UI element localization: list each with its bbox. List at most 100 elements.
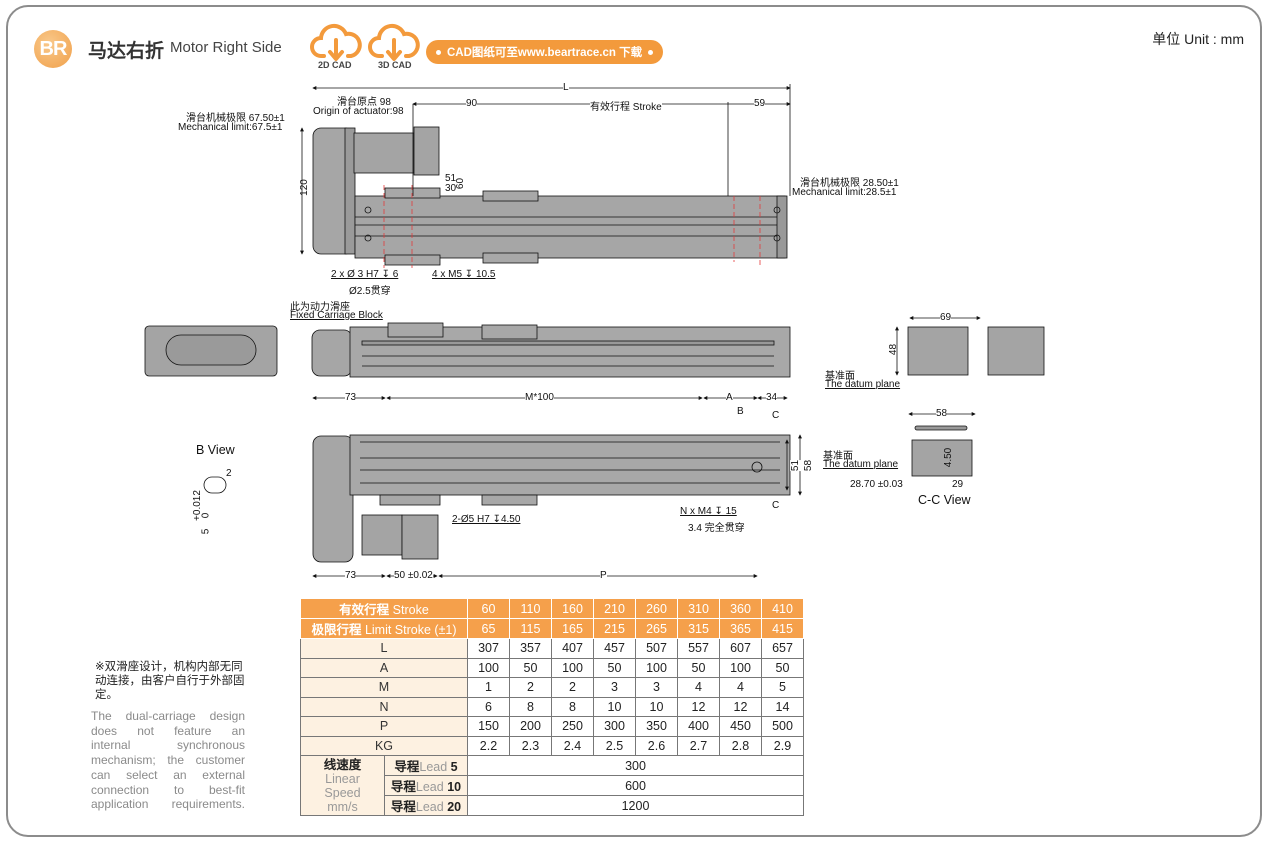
dim-60: 60 bbox=[455, 177, 467, 190]
table-cell: 2.7 bbox=[677, 735, 720, 756]
dim-50: 50 ±0.02 bbox=[394, 570, 433, 581]
table-cell: 1 bbox=[467, 677, 510, 698]
label-en: Limit Stroke (±1) bbox=[364, 623, 457, 637]
lead-cn: 导程 bbox=[390, 800, 416, 814]
b-view-title: B View bbox=[196, 443, 235, 457]
table-cell: 2.4 bbox=[551, 735, 594, 756]
stroke-row-cell: 160 bbox=[551, 598, 594, 619]
label-en: Stroke bbox=[392, 603, 429, 617]
limit-stroke-row-label: 极限行程 Limit Stroke (±1) bbox=[300, 618, 468, 639]
note-en-line: mechanism; the customer bbox=[91, 753, 245, 768]
lead-en: Lead bbox=[419, 760, 448, 774]
table-cell: 3 bbox=[635, 677, 678, 698]
dim-A: A bbox=[726, 392, 733, 403]
label-cn: 极限行程 bbox=[311, 623, 362, 637]
cad-3d-label: 3D CAD bbox=[378, 60, 412, 70]
lead-en: Lead bbox=[415, 780, 444, 794]
lead-en: Lead bbox=[415, 800, 444, 814]
table-cell: 8 bbox=[551, 696, 594, 717]
table-cell: 50 bbox=[593, 657, 636, 678]
note-en: The dual-carriage design does not featur… bbox=[91, 709, 245, 812]
dim-58-side: 58 bbox=[803, 459, 815, 472]
mech-limit-left-en: Mechanical limit:67.5±1 bbox=[178, 122, 283, 133]
table-cell: 5 bbox=[761, 677, 804, 698]
label-cn: 有效行程 bbox=[339, 603, 390, 617]
top-view bbox=[300, 84, 791, 268]
limit-stroke-row-cell: 165 bbox=[551, 618, 594, 639]
table-cell: 407 bbox=[551, 638, 594, 659]
limit-stroke-row-cell: 365 bbox=[719, 618, 762, 639]
table-cell: 8 bbox=[509, 696, 552, 717]
table-cell: 2 bbox=[551, 677, 594, 698]
table-cell: 2 bbox=[509, 677, 552, 698]
note-cn: ※双滑座设计，机构内部无同动连接，由客户自行于外部固定。 bbox=[95, 661, 245, 701]
dim-120: 120 bbox=[298, 179, 310, 196]
table-cell: 14 bbox=[761, 696, 804, 717]
table-cell: 50 bbox=[761, 657, 804, 678]
note-en-line: The dual-carriage design bbox=[91, 709, 245, 723]
technical-drawing bbox=[144, 84, 1045, 578]
label-B: B bbox=[737, 406, 744, 417]
table-cell: 300 bbox=[593, 716, 636, 737]
row-label: P bbox=[300, 716, 468, 737]
lead-num: 10 bbox=[447, 780, 462, 794]
stroke-row-label: 有效行程 Stroke bbox=[300, 598, 468, 619]
hole-note-nm4-through: 3.4 完全贯穿 bbox=[688, 523, 745, 534]
speed-label-en: Speed bbox=[324, 785, 361, 800]
bottom-view bbox=[312, 396, 802, 578]
cad-download-link[interactable]: CAD图纸可至www.beartrace.cn 下载 bbox=[426, 40, 664, 64]
table-cell: 150 bbox=[467, 716, 510, 737]
table-cell: 100 bbox=[467, 657, 510, 678]
row-label: N bbox=[300, 696, 468, 717]
label-C-top: C bbox=[772, 410, 780, 421]
table-cell: 450 bbox=[719, 716, 762, 737]
stroke-row-cell: 210 bbox=[593, 598, 636, 619]
table-cell: 457 bbox=[593, 638, 636, 659]
table-cell: 2.9 bbox=[761, 735, 804, 756]
dim-34: 34 bbox=[766, 392, 778, 403]
unit-label: 单位 Unit : mm bbox=[1152, 31, 1244, 47]
lead-cn: 导程 bbox=[394, 760, 420, 774]
limit-stroke-row-cell: 115 bbox=[509, 618, 552, 639]
note-en-line: internal synchronous bbox=[91, 738, 245, 753]
cc-view-title: C-C View bbox=[918, 493, 971, 507]
table-cell: 6 bbox=[467, 696, 510, 717]
cc-dim-28-70: 28.70 ±0.03 bbox=[850, 479, 903, 490]
limit-stroke-row-cell: 315 bbox=[677, 618, 720, 639]
table-cell: 557 bbox=[677, 638, 720, 659]
stroke-row-cell: 60 bbox=[467, 598, 510, 619]
table-cell: 10 bbox=[635, 696, 678, 717]
label-C-bottom: C bbox=[772, 500, 780, 511]
table-cell: 12 bbox=[677, 696, 720, 717]
cad-2d-button[interactable]: 2D CAD bbox=[308, 22, 368, 72]
note-en-line: does not feature an bbox=[91, 723, 245, 738]
carriage-label-cn: 此为动力滑座 bbox=[290, 302, 350, 313]
lead-label: 导程Lead 10 bbox=[384, 775, 468, 796]
hole-note-pin: 2 x Ø 3 H7 ↧ 6 bbox=[331, 269, 399, 280]
hole-note-m5: 4 x M5 ↧ 10.5 bbox=[432, 269, 496, 280]
lead-num: 5 bbox=[450, 760, 458, 774]
b-view-nominal: 5 bbox=[200, 528, 212, 535]
cad-3d-button[interactable]: 3D CAD bbox=[366, 22, 426, 72]
note-en-line: application requirements. bbox=[91, 797, 245, 812]
side-view bbox=[144, 322, 791, 378]
page-frame bbox=[6, 5, 1262, 837]
dim-51: 51 bbox=[445, 173, 457, 184]
table-cell: 2.5 bbox=[593, 735, 636, 756]
origin-label-en: Origin of actuator:98 bbox=[313, 106, 404, 117]
cc-dim-58: 58 bbox=[936, 408, 948, 419]
datum-label-en: The datum plane bbox=[825, 379, 901, 390]
row-label: KG bbox=[300, 735, 468, 756]
lead-label: 导程Lead 5 bbox=[384, 755, 468, 776]
cloud-download-icon bbox=[368, 23, 420, 61]
stroke-row-cell: 110 bbox=[509, 598, 552, 619]
